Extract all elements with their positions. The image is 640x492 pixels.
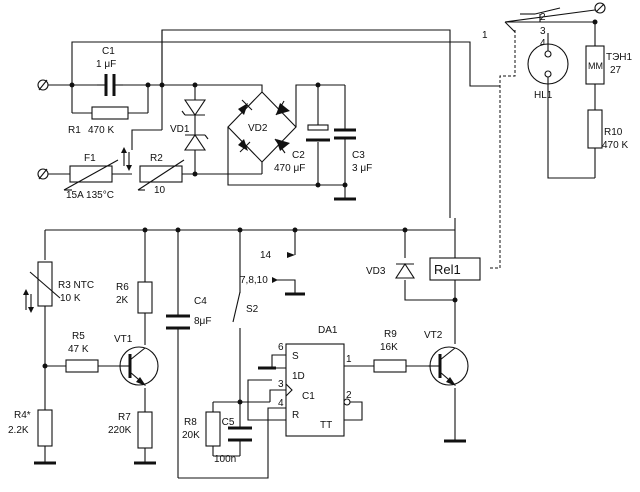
- f1-ref: F1: [84, 153, 96, 164]
- r7-value: 220K: [108, 425, 132, 436]
- vd1-ref: VD1: [170, 124, 190, 135]
- r6-ref: R6: [116, 282, 129, 293]
- heater-ten1: MM ТЭН1 27: [585, 45, 633, 85]
- s2-ref: S2: [246, 304, 259, 315]
- r8-value: 20K: [182, 430, 200, 441]
- pin-14-label: 14: [260, 250, 272, 261]
- r10-value: 470 K: [602, 140, 628, 151]
- r4-value: 2.2K: [8, 425, 29, 436]
- c1-ref: C1: [102, 46, 115, 57]
- ten1-ref: ТЭН1: [606, 52, 633, 63]
- resistor-r6: R6 2K: [116, 281, 153, 314]
- r3-ref: R3 NTC: [58, 280, 94, 291]
- r9-ref: R9: [384, 329, 397, 340]
- flip-flop-da1: DA1 S 1D C1 R TT 1 2 3 4 6: [278, 325, 352, 437]
- vd2-ref: VD2: [248, 123, 268, 134]
- resistor-r5: R5 47 K: [65, 331, 99, 373]
- vd3-ref: VD3: [366, 266, 386, 277]
- junction-dots: [42, 19, 598, 405]
- mm-label: MM: [588, 61, 603, 71]
- resistor-r7: R7 220K: [108, 411, 153, 449]
- capacitor-c4: C4 8μF: [166, 296, 211, 330]
- pin-label-1: 1: [482, 30, 488, 41]
- r6-value: 2K: [116, 295, 129, 306]
- thermistor-r2: R2 10: [121, 147, 185, 196]
- r7-ref: R7: [118, 412, 131, 423]
- r8-ref: R8: [184, 417, 197, 428]
- transistor-vt2: VT2: [424, 330, 469, 386]
- r5-value: 47 K: [68, 344, 89, 355]
- pin-label-3: 3: [540, 26, 546, 37]
- r9-value: 16K: [380, 342, 398, 353]
- c5-value: 100n: [214, 454, 236, 465]
- da1-pin3: 3: [278, 379, 284, 390]
- top-wiring: [44, 7, 596, 260]
- r3-value: 10 K: [60, 293, 81, 304]
- da1-tt: TT: [320, 420, 332, 431]
- c4-ref: C4: [194, 296, 207, 307]
- r1-ref: R1: [68, 125, 81, 136]
- da1-c: C1: [302, 391, 315, 402]
- da1-pin4: 4: [278, 398, 284, 409]
- c4-value: 8μF: [194, 316, 211, 327]
- resistor-r1: R1 470 K: [68, 106, 129, 136]
- da1-pin6: 6: [278, 342, 284, 353]
- da1-ref: DA1: [318, 325, 338, 336]
- pin-label-4: 4: [540, 38, 546, 49]
- vt2-ref: VT2: [424, 330, 443, 341]
- da1-pin1: 1: [346, 354, 352, 365]
- vt1-ref: VT1: [114, 334, 133, 345]
- capacitor-c5: C5 100n: [214, 417, 252, 465]
- r2-ref: R2: [150, 153, 163, 164]
- da1-s: S: [292, 351, 299, 362]
- da1-pin2: 2: [346, 390, 352, 401]
- diode-bridge-vd2: VD2: [227, 91, 297, 163]
- power-pin-labels: 14 7,8,10: [240, 250, 272, 286]
- pin-7-8-10-label: 7,8,10: [240, 275, 268, 286]
- hl1-ref: HL1: [534, 90, 553, 101]
- switch-s2: S2: [246, 304, 259, 315]
- c3-ref: C3: [352, 150, 365, 161]
- diode-vd3: VD3: [366, 262, 416, 279]
- resistor-r9: R9 16K: [373, 329, 407, 373]
- resistor-r8: R8 20K: [182, 411, 221, 447]
- pin-label-2: 2: [540, 12, 546, 23]
- fuse-f1: F1 15A 135°C: [63, 153, 119, 201]
- rel1-ref: Rel1: [434, 262, 461, 277]
- c1-value: 1 μF: [96, 59, 116, 70]
- r1-value: 470 K: [88, 125, 114, 136]
- capacitor-c2: C2 470 μF: [274, 124, 330, 174]
- c5-ref: C5: [222, 417, 235, 428]
- lamp-hl1: HL1: [527, 40, 569, 101]
- c3-value: 3 μF: [352, 163, 372, 174]
- ten1-value: 27: [610, 65, 622, 76]
- c2-value: 470 μF: [274, 163, 305, 174]
- resistor-r10: R10 470 K: [587, 109, 628, 151]
- da1-r: R: [292, 410, 299, 421]
- relay-mechanical-link: [490, 30, 516, 269]
- thermistor-r3: R3 NTC 10 K: [23, 261, 94, 313]
- capacitor-c1: C1 1 μF: [96, 46, 123, 96]
- capacitor-c3: C3 3 μF: [334, 128, 372, 174]
- r2-value: 10: [154, 185, 166, 196]
- relay-rel1: Rel1: [429, 257, 481, 281]
- da1-d: 1D: [292, 371, 305, 382]
- resistor-r4: R4* 2.2K: [8, 409, 53, 447]
- f1-value: 15A 135°C: [66, 190, 114, 201]
- ac-input-terminals: [37, 79, 49, 180]
- diode-vd1: VD1: [170, 99, 209, 151]
- r10-ref: R10: [604, 127, 623, 138]
- r4-ref: R4*: [14, 410, 31, 421]
- r5-ref: R5: [72, 331, 85, 342]
- relay-contacts: 1 2 3 4: [482, 2, 606, 49]
- c2-ref: C2: [292, 150, 305, 161]
- transistor-vt1: VT1: [114, 334, 159, 386]
